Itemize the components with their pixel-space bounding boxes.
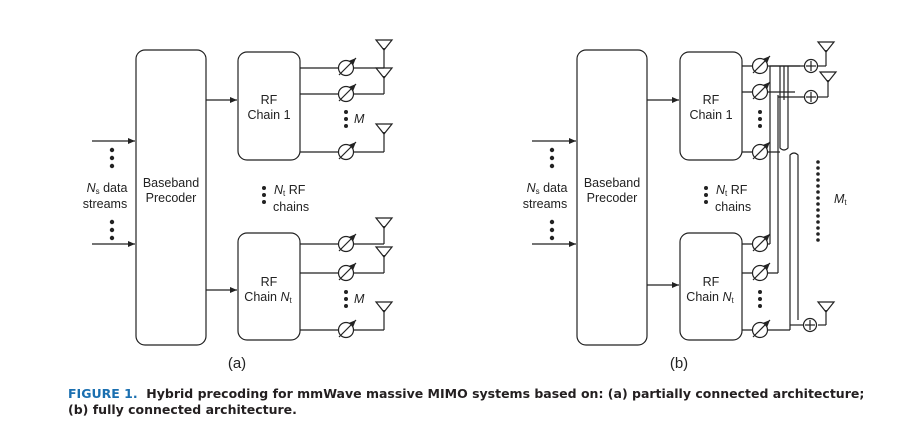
panel-b-rf-chain-1-label-line1: RF xyxy=(703,93,720,107)
panel-a-antenna-count-bottom: M xyxy=(354,292,365,306)
panel-b-precoder-label-line2: Precoder xyxy=(587,191,638,205)
panel-a-precoder-label-line1: Baseband xyxy=(143,176,199,190)
phase-shifter-icon xyxy=(337,57,357,77)
panel-a xyxy=(92,39,394,346)
antenna-dots-bottom xyxy=(758,290,762,308)
panel-b-rf-chain-nt-label-line1: RF xyxy=(703,275,720,289)
antenna-dots-top xyxy=(758,110,762,128)
figure-caption-label: FIGURE 1. xyxy=(68,386,138,401)
phase-shifter-icon xyxy=(751,262,771,282)
phase-shifter-icon xyxy=(751,81,771,101)
antenna-array-dots xyxy=(816,160,820,242)
panel-b-antenna-count-label: Mt xyxy=(834,192,847,207)
rf-chain-nt-block xyxy=(237,232,301,341)
adder-icon xyxy=(802,317,818,333)
phase-shifter-icon xyxy=(751,233,771,253)
antenna-icon xyxy=(374,246,394,258)
baseband-precoder-block xyxy=(576,49,648,346)
phase-shifter-icon xyxy=(751,55,771,75)
adder-icon xyxy=(803,89,819,105)
phase-shifter-icon xyxy=(337,233,357,253)
phase-shifter-icon xyxy=(751,319,771,339)
panel-b-input-label: Ns data xyxy=(527,181,568,196)
antenna-icon xyxy=(374,301,394,313)
panel-b-rf-chain-1-label-line2: Chain 1 xyxy=(689,108,732,122)
panel-b-rf-count-label: Nt RF xyxy=(716,183,748,198)
rf-chain-1-block xyxy=(679,51,743,161)
antenna-icon xyxy=(816,301,836,313)
rf-chain-1-block xyxy=(237,51,301,161)
phase-shifter-icon xyxy=(751,141,771,161)
figure-caption: FIGURE 1. Hybrid precoding for mmWave ma… xyxy=(68,386,868,418)
panel-a-rf-chain-1-label-line2: Chain 1 xyxy=(247,108,290,122)
rf-chain-dots xyxy=(704,186,708,204)
input-dots-bottom xyxy=(109,219,115,241)
panel-a-label: (a) xyxy=(228,355,246,372)
rf-chain-nt-block xyxy=(679,232,743,341)
figure-caption-text: Hybrid precoding for mmWave massive MIMO… xyxy=(68,386,865,417)
antenna-icon xyxy=(818,71,838,83)
phase-shifter-icon xyxy=(337,83,357,103)
panel-b-precoder-label-line1: Baseband xyxy=(584,176,640,190)
phase-shifter-icon xyxy=(337,319,357,339)
antenna-dots-bottom xyxy=(344,290,348,308)
phase-shifter-icon xyxy=(337,262,357,282)
panel-a-rf-chain-nt-label-line2: Chain Nt xyxy=(244,290,292,305)
panel-a-rf-chain-1-label-line1: RF xyxy=(261,93,278,107)
panel-a-precoder-label-line2: Precoder xyxy=(146,191,197,205)
antenna-icon xyxy=(374,67,394,79)
antenna-dots-top xyxy=(344,110,348,128)
antenna-icon xyxy=(816,41,836,53)
phase-shifter-icon xyxy=(337,141,357,161)
baseband-precoder-block xyxy=(135,49,207,346)
input-dots-top xyxy=(109,147,115,169)
input-dots-top xyxy=(549,147,555,169)
rf-chain-nt-branches xyxy=(742,66,799,331)
antenna-icon xyxy=(374,39,394,51)
panel-b-rf-count-label-line2: chains xyxy=(715,200,751,214)
input-dots-bottom xyxy=(549,219,555,241)
panel-a-antenna-count-top: M xyxy=(354,112,365,126)
panel-a-rf-chain-nt-label-line1: RF xyxy=(261,275,278,289)
panel-a-input-label: Ns data xyxy=(87,181,128,196)
panel-a-rf-count-label-line2: chains xyxy=(273,200,309,214)
antenna-icon xyxy=(374,217,394,229)
adder-icon xyxy=(803,58,819,74)
panel-b-label: (b) xyxy=(670,355,688,372)
panel-a-rf-count-label: Nt RF xyxy=(274,183,306,198)
rf-chain-1-branches xyxy=(742,65,800,153)
panel-a-input-label-line2: streams xyxy=(83,197,127,211)
rf-chain-dots xyxy=(262,186,266,204)
panel-b-rf-chain-nt-label-line2: Chain Nt xyxy=(686,290,734,305)
combiner-feeds xyxy=(770,50,829,326)
panel-b xyxy=(532,41,838,346)
hybrid-precoding-diagram: Ns data streams Baseband Precoder RF Cha… xyxy=(83,39,847,372)
panel-b-input-label-line2: streams xyxy=(523,197,567,211)
antenna-icon xyxy=(374,123,394,135)
